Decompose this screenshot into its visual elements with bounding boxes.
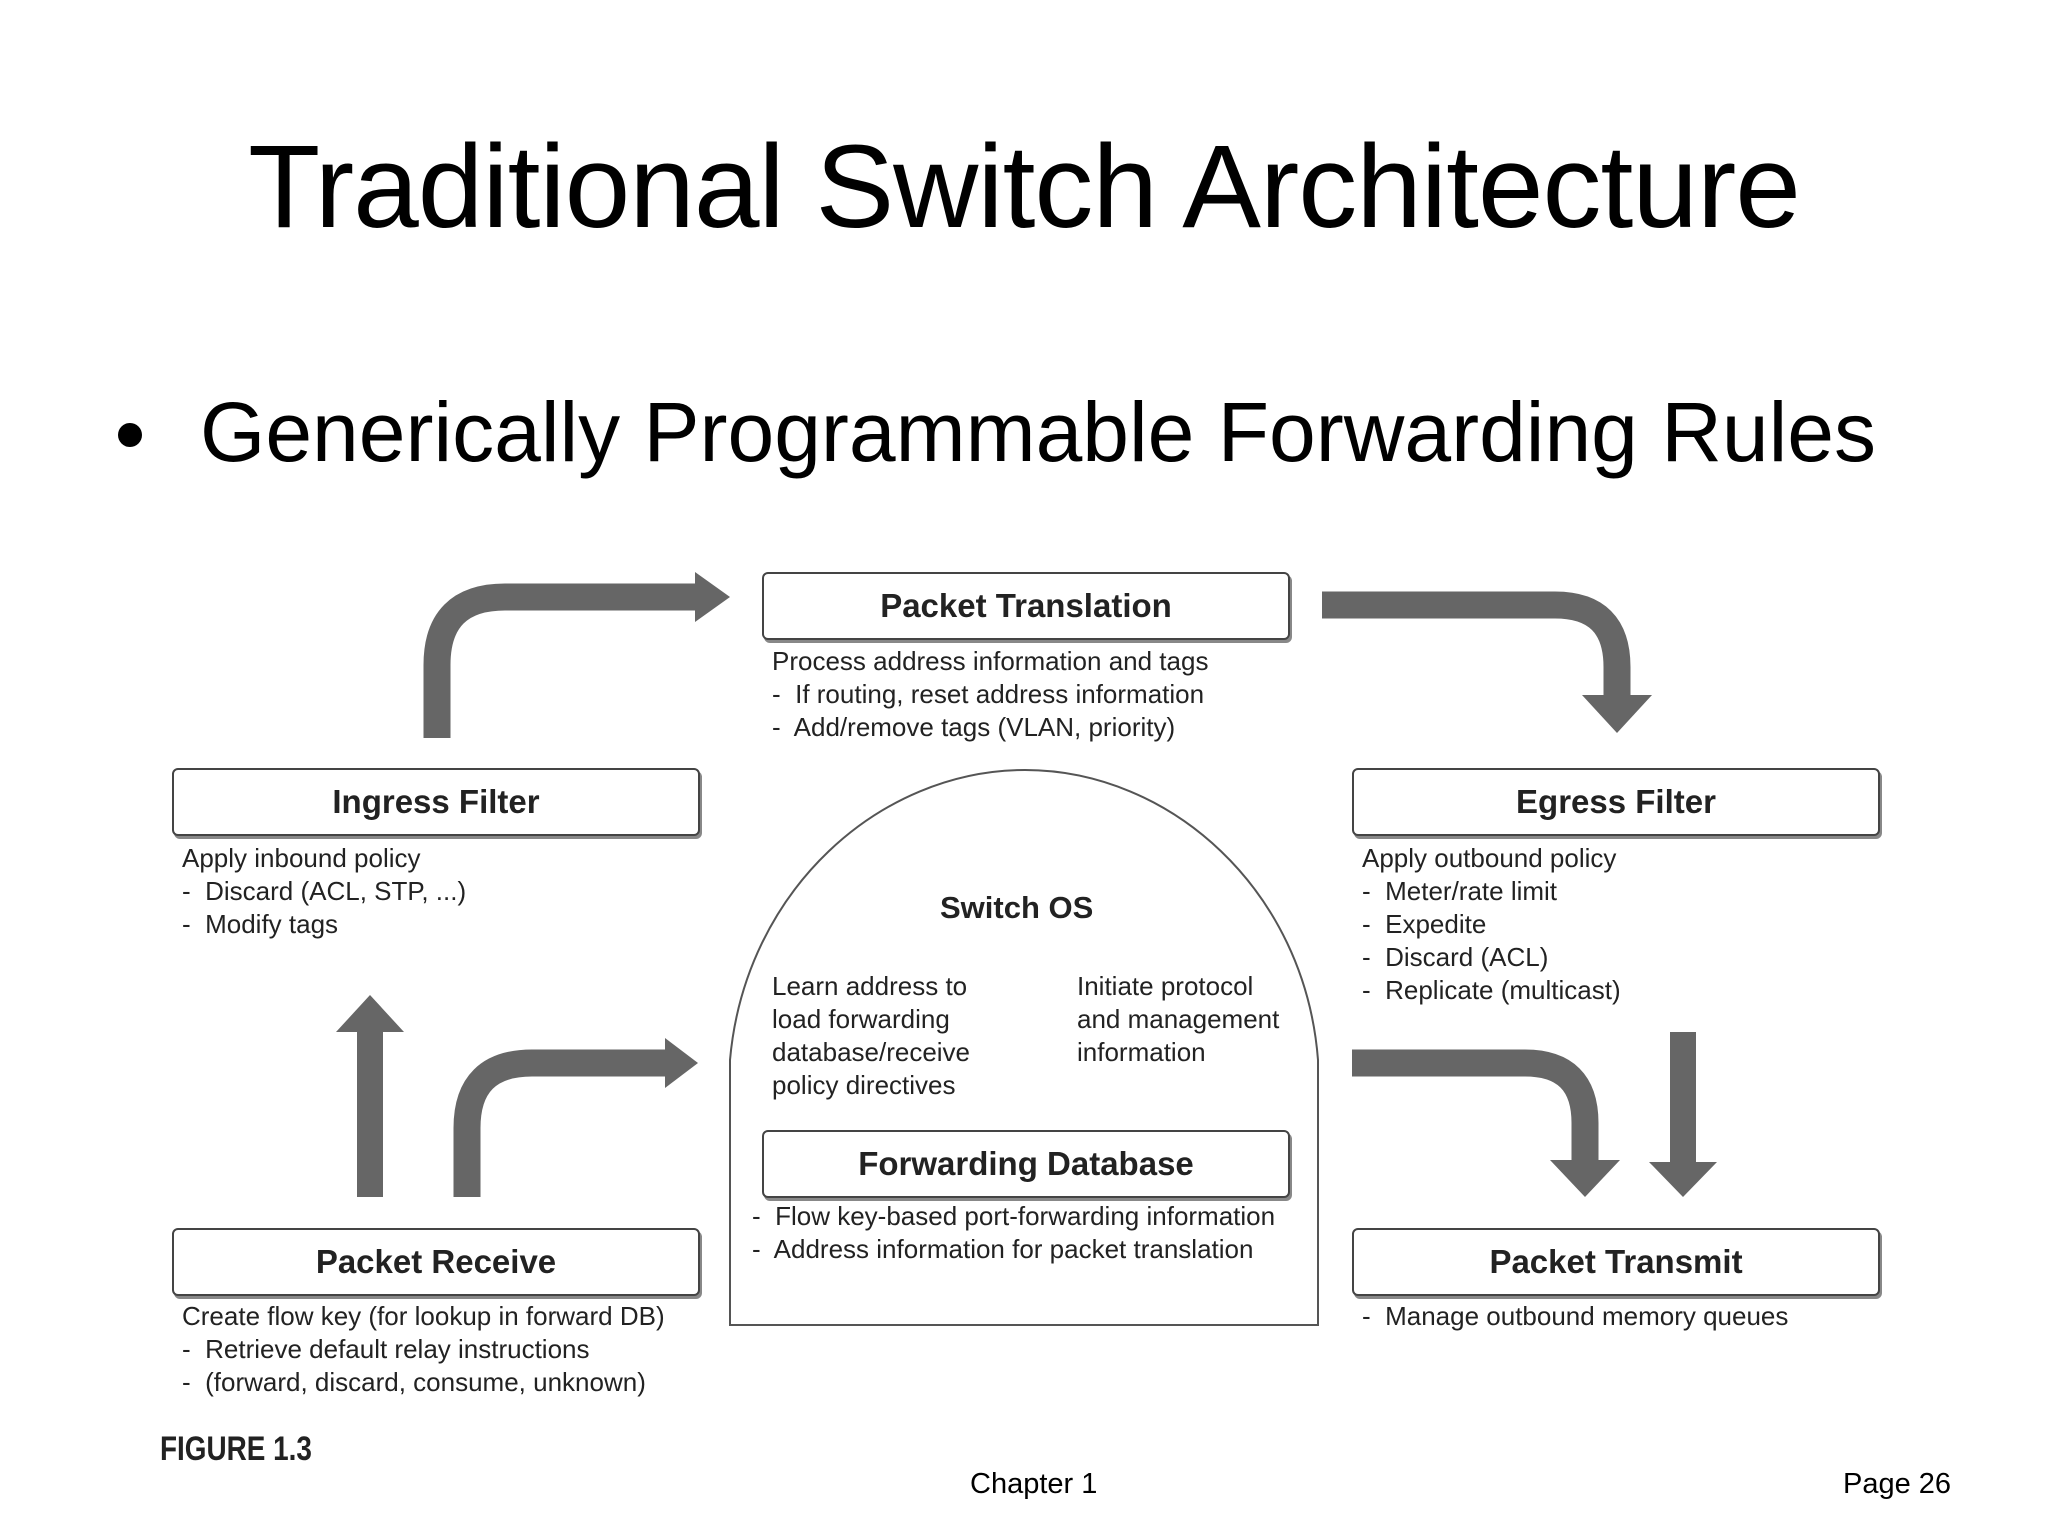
figure-label: FIGURE 1.3 [160, 1430, 312, 1468]
switch-os-protocol-text: Initiate protocol and management informa… [1077, 971, 1280, 1067]
switch-os-dome [729, 768, 1319, 1326]
arrow-switch-os-to-transmit-head [1550, 1160, 1620, 1197]
packet-translation-desc: Process address information and tags - I… [772, 646, 1209, 742]
ingress-filter-box: Ingress Filter [172, 768, 700, 836]
footer-page-number: Page 26 [1843, 1468, 1952, 1500]
arrow-translation-to-egress [1322, 591, 1631, 695]
arrow-ingress-to-translation [423, 583, 695, 738]
arrow-egress-to-transmit [1670, 1032, 1696, 1162]
arrow-translation-to-egress-head [1582, 695, 1652, 733]
switch-os-title: Switch OS [940, 890, 1094, 925]
packet-transmit-box: Packet Transmit [1352, 1228, 1880, 1296]
packet-translation-box: Packet Translation [762, 572, 1290, 640]
bullet-dot-icon [118, 423, 142, 447]
bullet-item: Generically Programmable Forwarding Rule… [118, 390, 1876, 474]
forwarding-database-box: Forwarding Database [762, 1130, 1290, 1198]
bullet-text: Generically Programmable Forwarding Rule… [200, 385, 1876, 479]
slide-title: Traditional Switch Architecture [248, 121, 1801, 253]
egress-filter-desc: Apply outbound policy - Meter/rate limit… [1362, 843, 1621, 1005]
packet-receive-desc: Create flow key (for lookup in forward D… [182, 1301, 665, 1397]
arrow-receive-to-switch-os-head [665, 1038, 698, 1088]
arrow-switch-os-to-transmit [1352, 1049, 1599, 1160]
switch-os-learn-text: Learn address to load forwarding databas… [772, 971, 971, 1100]
egress-filter-box: Egress Filter [1352, 768, 1880, 836]
packet-receive-box: Packet Receive [172, 1228, 700, 1296]
arrow-ingress-to-translation-head [695, 572, 730, 622]
arrow-egress-to-transmit-head [1649, 1162, 1717, 1197]
packet-transmit-desc: - Manage outbound memory queues [1362, 1301, 1789, 1331]
arrow-receive-to-ingress-head [336, 995, 404, 1032]
arrow-receive-to-ingress [357, 1032, 383, 1197]
footer-chapter: Chapter 1 [970, 1468, 1098, 1500]
ingress-filter-desc: Apply inbound policy - Discard (ACL, STP… [182, 843, 467, 939]
forwarding-database-desc: - Flow key-based port-forwarding informa… [752, 1201, 1276, 1264]
arrow-receive-to-switch-os [453, 1049, 665, 1197]
